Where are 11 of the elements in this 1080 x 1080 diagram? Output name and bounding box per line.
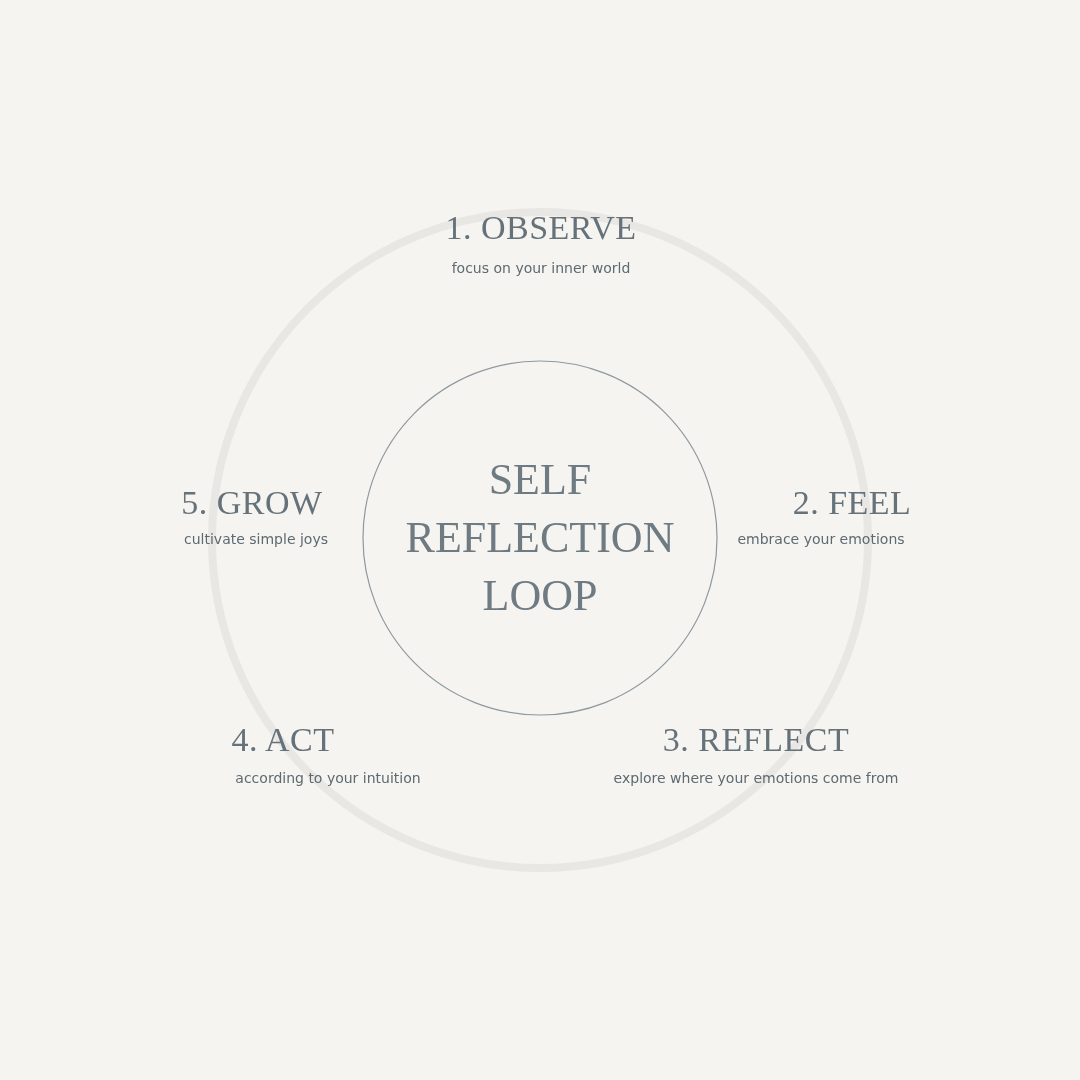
step-heading: 4. ACT — [231, 721, 335, 759]
step-heading: 2. FEEL — [792, 484, 912, 522]
step-description: cultivate simple joys — [184, 531, 328, 547]
step-heading: 1. OBSERVE — [445, 209, 637, 247]
step-description: explore where your emotions come from — [613, 770, 899, 786]
step-heading: 5. GROW — [181, 484, 323, 522]
step-description: focus on your inner world — [451, 260, 631, 276]
step-description: embrace your emotions — [737, 531, 905, 547]
step-heading: 3. REFLECT — [662, 721, 850, 759]
center-title: SELF REFLECTION LOOP — [404, 454, 676, 622]
step-description: according to your intuition — [235, 770, 421, 786]
